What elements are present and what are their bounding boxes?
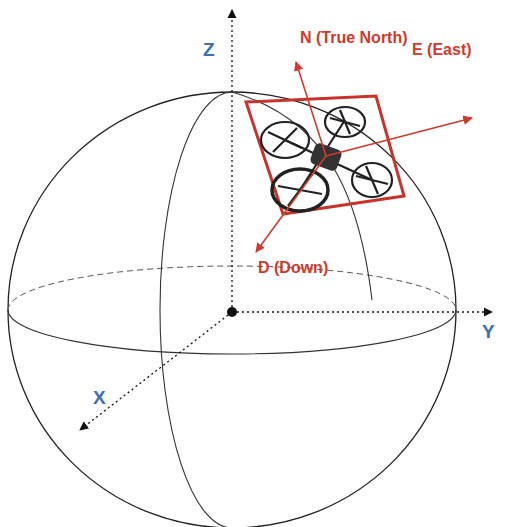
direction-label: N (True North) [300, 30, 408, 46]
direction-label: E (East) [412, 42, 472, 58]
direction-label: D (Down) [258, 260, 328, 276]
axis-label: Z [203, 40, 215, 59]
axis-label: X [93, 388, 106, 407]
axis-label: Y [482, 322, 495, 341]
